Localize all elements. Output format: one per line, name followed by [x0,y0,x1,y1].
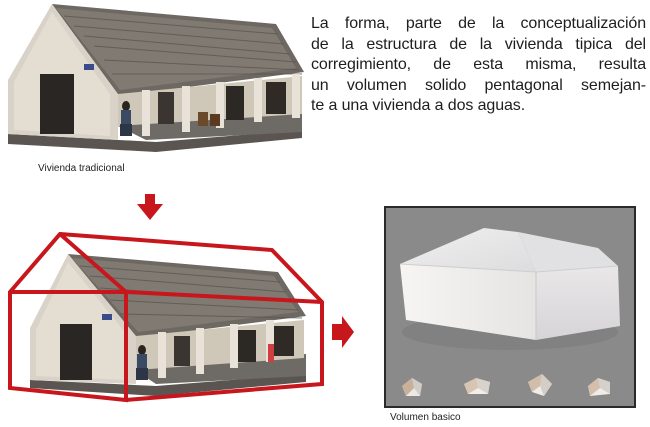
volume-thumbnail [464,378,490,394]
description-line: corregimiento, de esta misma, resulta [311,56,646,73]
volume-render-graphic [399,228,620,396]
description-line: La forma, parte de la conceptualización [311,15,646,32]
description-line: de la estructura de la vivienda tipica d… [311,35,646,53]
pentagonal-volume [399,228,620,340]
traditional-house-photo [8,4,304,152]
traditional-house-caption: Vivienda tradicional [38,163,125,174]
house-volume-outline-diagram [8,232,324,403]
volume-thumbnail [402,378,422,396]
volume-thumbnail [588,378,610,396]
pentagonal-volume-outline [8,232,324,403]
basic-volume-caption: Volumen basico [390,412,461,423]
description-line: un volumen solido pentagonal semejan- [311,76,646,94]
traditional-house-photo [30,254,306,396]
arrow-right-icon [332,316,354,348]
description-line: te a una vivienda a dos aguas. [311,97,526,114]
basic-volume-render [384,206,636,408]
volume-thumbnail [528,374,552,396]
description-paragraph: La forma, parte de la conceptualización … [311,14,646,117]
arrow-down-icon [137,194,163,220]
